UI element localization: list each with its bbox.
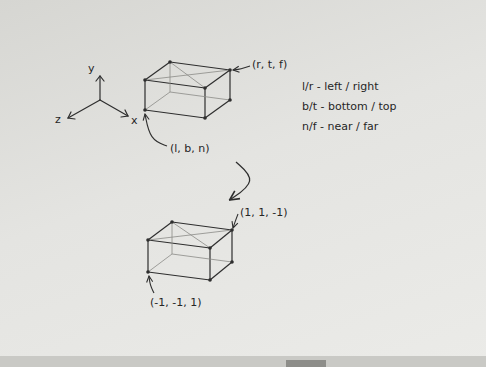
note-text: l/r - left / right xyxy=(302,80,379,93)
axis-label: x xyxy=(131,114,138,127)
cube-figure: (1, 1, -1) (-1, -1, 1) xyxy=(140,200,300,315)
z-axis xyxy=(68,100,100,118)
corner-dot xyxy=(228,98,232,102)
corner-coordinate: (-1, -1, 1) xyxy=(150,296,202,309)
paper-edge xyxy=(0,356,486,367)
y-axis xyxy=(99,76,100,100)
corner-dot xyxy=(168,60,172,64)
cube-inner-line xyxy=(148,230,232,240)
corner-dot xyxy=(230,260,234,264)
cube-inner-line xyxy=(148,254,172,272)
axis-label: y xyxy=(88,62,95,75)
corner-dot xyxy=(143,78,147,82)
corner-dot xyxy=(203,86,207,90)
cube-edge xyxy=(204,88,205,118)
cube-edge xyxy=(147,240,148,272)
leader-arrow xyxy=(149,276,154,293)
cube-inner-line xyxy=(145,92,170,110)
y-axis-head xyxy=(96,76,104,81)
corner-dot xyxy=(203,116,207,120)
cube-edge xyxy=(205,100,230,118)
corner-dot xyxy=(208,246,212,250)
corner-coordinate: (1, 1, -1) xyxy=(240,206,288,219)
leader-arrow xyxy=(233,66,250,70)
leader-arrow xyxy=(145,114,167,146)
note-text: b/t - bottom / top xyxy=(302,100,396,113)
note-text: n/f - near / far xyxy=(302,120,378,133)
corner-coordinate: (l, b, n) xyxy=(170,142,210,155)
corner-dot xyxy=(143,108,147,112)
corner-dot xyxy=(146,270,150,274)
x-axis xyxy=(100,100,128,116)
corner-dot xyxy=(230,228,234,232)
cube-edge xyxy=(209,248,210,280)
cube-edge xyxy=(148,272,210,280)
cube-edge xyxy=(210,230,232,248)
cube-edge xyxy=(231,230,232,262)
cube-edge xyxy=(229,70,230,100)
corner-dot xyxy=(146,238,150,242)
cube-edge xyxy=(144,80,145,110)
cube-figure: (r, t, f) (l, b, n) xyxy=(140,52,300,162)
corner-dot xyxy=(208,278,212,282)
paper-smudge xyxy=(286,360,326,367)
cube-inner-line xyxy=(170,92,230,100)
cube-inner-line xyxy=(172,222,173,254)
cube-inner-line xyxy=(170,62,205,88)
cube-inner-line xyxy=(172,222,210,248)
corner-dot xyxy=(170,220,174,224)
corner-coordinate: (r, t, f) xyxy=(252,58,287,71)
cube-edge xyxy=(172,222,232,230)
leader-arrow xyxy=(233,214,238,228)
cube-edge xyxy=(145,110,205,118)
transform-arrow xyxy=(230,162,250,200)
axis-label: z xyxy=(55,113,61,126)
cube-edge xyxy=(210,262,232,280)
corner-dot xyxy=(228,68,232,72)
cube-inner-line xyxy=(172,254,232,262)
z-axis-head xyxy=(68,112,75,119)
x-axis-head xyxy=(121,110,128,117)
